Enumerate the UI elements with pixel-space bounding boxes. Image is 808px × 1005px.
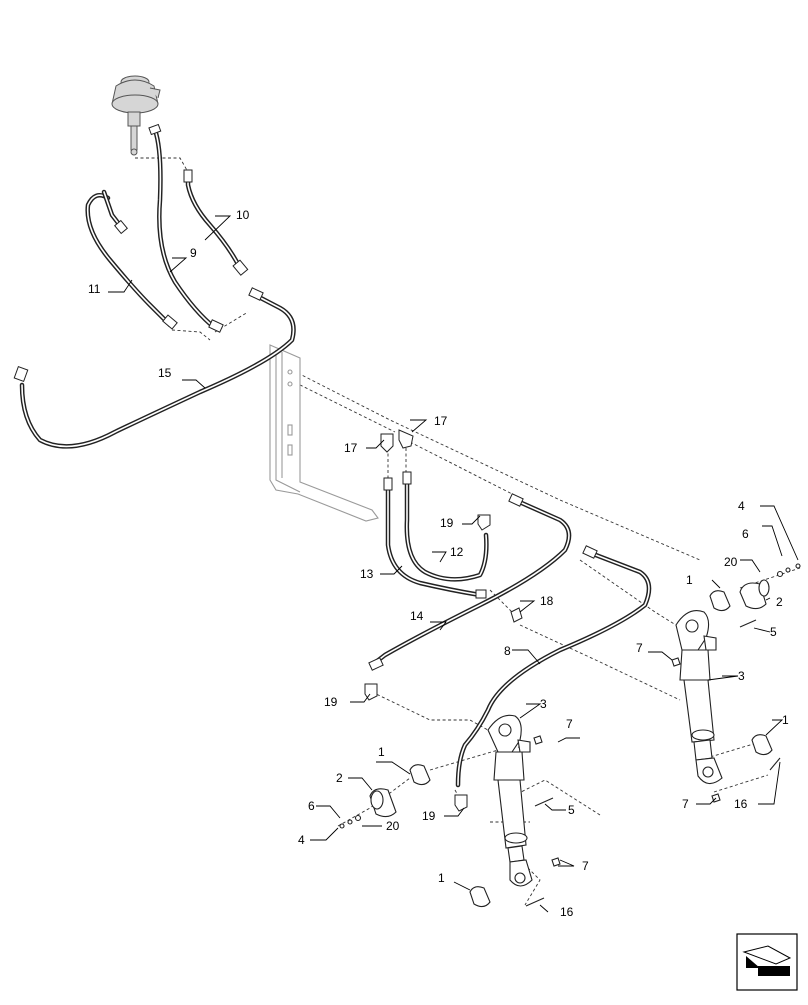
hoses [19, 127, 652, 788]
callout-10: 10 [236, 208, 250, 222]
callout-7-right-bottom: 7 [682, 797, 689, 811]
callout-16-right: 16 [734, 797, 748, 811]
callout-7-right-top: 7 [636, 641, 643, 655]
fittings [13, 123, 598, 812]
callout-9: 9 [190, 246, 197, 260]
callout-1-right-bottom: 1 [782, 713, 789, 727]
callout-4-right: 4 [738, 499, 745, 513]
callout-2-right: 2 [776, 595, 783, 609]
callout-1-left: 1 [378, 745, 385, 759]
callout-13: 13 [360, 567, 374, 581]
callout-7-left-bottom: 7 [582, 859, 589, 873]
callout-19-mid: 19 [324, 695, 338, 709]
callout-1-left-bottom: 1 [438, 871, 445, 885]
callout-18: 18 [540, 594, 554, 608]
callout-3-right: 3 [738, 669, 745, 683]
callout-15: 15 [158, 366, 172, 380]
callout-labels: 10 9 11 15 17 17 19 12 13 18 14 8 4 6 20… [88, 208, 789, 919]
callout-6-right: 6 [742, 527, 749, 541]
return-arrow-icon[interactable] [736, 933, 798, 991]
callout-1-right-top: 1 [686, 573, 693, 587]
callout-5-right: 5 [770, 625, 777, 639]
callout-17-right: 17 [434, 414, 448, 428]
callout-16-left: 16 [560, 905, 574, 919]
hydraulic-cylinder-right [675, 610, 723, 785]
callout-14: 14 [410, 609, 424, 623]
callout-20-right: 20 [724, 555, 738, 569]
leader-lines [108, 215, 799, 913]
callout-7-left-top: 7 [566, 717, 573, 731]
small-parts [339, 563, 801, 908]
callout-12: 12 [450, 545, 464, 559]
hydraulic-cylinder-left [487, 714, 533, 887]
callout-19-bottom: 19 [422, 809, 436, 823]
mounting-bracket [269, 344, 379, 522]
callout-19-top: 19 [440, 516, 454, 530]
callout-11: 11 [88, 282, 101, 296]
callout-5-left: 5 [568, 803, 575, 817]
callout-20-left: 20 [386, 819, 400, 833]
callout-6-left: 6 [308, 799, 315, 813]
callout-2-left: 2 [336, 771, 343, 785]
callout-17-left: 17 [344, 441, 358, 455]
callout-4-left: 4 [298, 833, 305, 847]
assembly-dashed-lines [135, 157, 801, 906]
expansion-tank [111, 75, 161, 156]
callout-8: 8 [504, 644, 511, 658]
callout-3-left: 3 [540, 697, 547, 711]
